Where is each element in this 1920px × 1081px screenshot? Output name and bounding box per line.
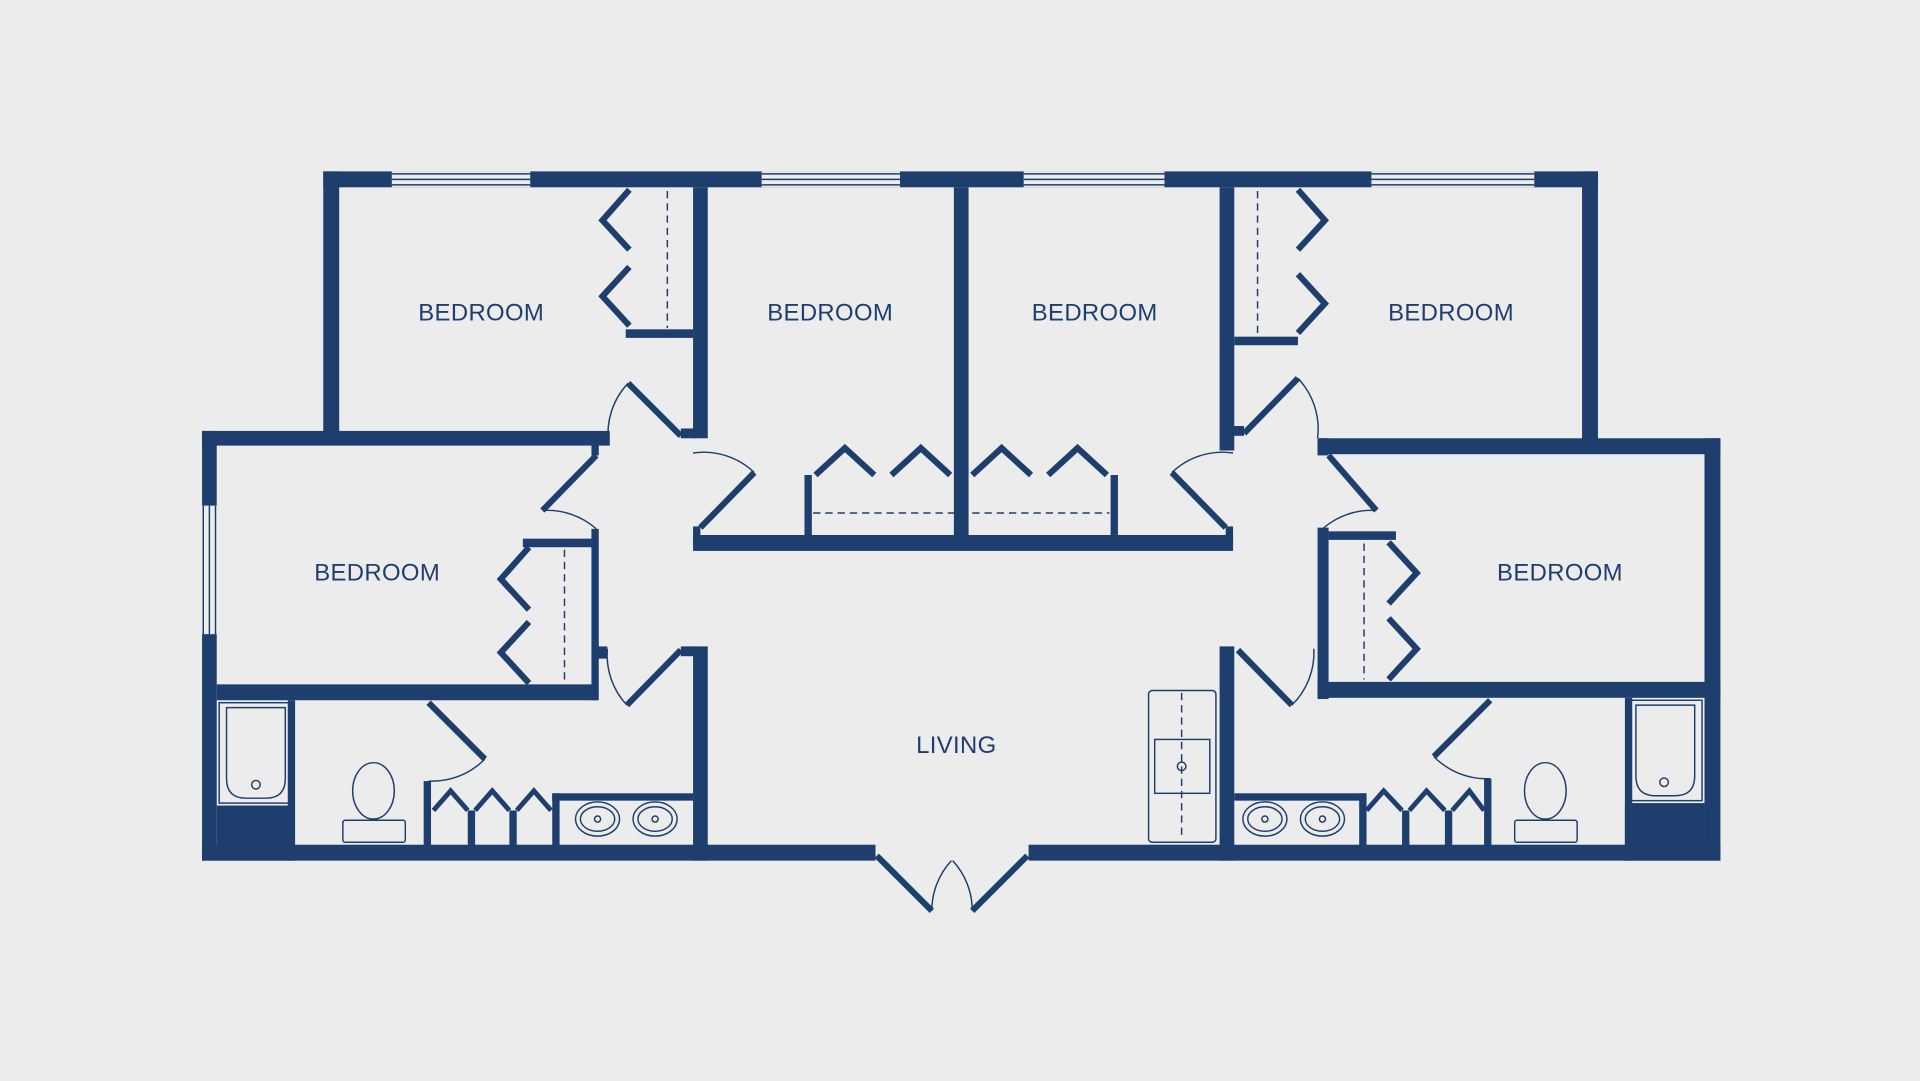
bottom-wall-right — [1028, 844, 1721, 861]
walls — [202, 171, 1721, 861]
room-label-bedroom-3: BEDROOM — [1032, 300, 1158, 327]
wall-bed5-bath — [216, 684, 598, 701]
wall-left-bath-right — [693, 646, 708, 861]
closet-wall-bed5 — [522, 538, 597, 548]
wall-stub — [680, 428, 696, 439]
wall-stub — [1317, 438, 1329, 456]
left-vanity-top — [552, 793, 694, 801]
wall-stub — [1231, 426, 1245, 436]
left-outer-wall-bottom — [202, 634, 217, 861]
room-label-bedroom-2: BEDROOM — [767, 300, 893, 327]
room-label-living: LIVING — [916, 732, 996, 759]
room-label-bedroom-1: BEDROOM — [418, 300, 544, 327]
closet-wall-bed4 — [1234, 336, 1298, 346]
left-bathtub — [218, 701, 294, 804]
wall-stub — [693, 526, 701, 544]
closet-wall-bed1 — [625, 329, 694, 338]
right-bath-shower-base — [1624, 803, 1705, 861]
right-toilet — [1513, 761, 1578, 844]
left-toilet — [342, 761, 407, 844]
wall-bed5-right — [591, 528, 599, 701]
wall-stub — [591, 443, 599, 456]
room-label-bedroom-5: BEDROOM — [314, 559, 440, 586]
left-bath-shower-base — [216, 805, 294, 861]
wall-right-bath-left — [1219, 646, 1235, 861]
left-bath-partition — [287, 700, 296, 861]
left-bath-closet-jamb — [423, 781, 432, 849]
left-step-wall — [202, 430, 610, 446]
closet-rods — [563, 190, 1365, 840]
right-step-wall — [1317, 438, 1721, 455]
closet-doors — [431, 187, 1487, 813]
top-wall — [323, 171, 1598, 188]
left-bath-closet-divider — [467, 810, 476, 848]
right-bath-closet-jamb — [1359, 793, 1367, 848]
closet-jamb — [1110, 475, 1118, 537]
right-bath-closet-jamb — [1484, 778, 1492, 849]
right-bathtub — [1627, 699, 1703, 802]
closet-wall-bed6 — [1328, 531, 1396, 540]
wall-bed6-bath — [1317, 681, 1721, 698]
wall-bed2-bed3 — [953, 187, 969, 543]
wall-bed1-bed2 — [693, 187, 708, 439]
right-bath-closet-divider — [1444, 810, 1453, 848]
left-double-sink — [574, 801, 678, 837]
right-vanity-top — [1234, 793, 1367, 801]
wall-stub — [597, 646, 608, 659]
wall-bed3-bed4 — [1219, 187, 1235, 451]
room-label-bedroom-6: BEDROOM — [1497, 559, 1623, 586]
left-upper-wall — [323, 171, 340, 444]
room-label-bedroom-4: BEDROOM — [1388, 300, 1514, 327]
right-double-sink — [1242, 801, 1346, 837]
closet-jamb — [804, 475, 812, 537]
right-upper-wall — [1582, 171, 1598, 453]
room-labels: BEDROOM BEDROOM BEDROOM BEDROOM BEDROOM … — [314, 300, 1623, 759]
fixtures — [218, 689, 1703, 844]
swing-doors — [426, 376, 1493, 913]
right-bath-closet-divider — [1402, 810, 1410, 848]
wall-bed6-left — [1317, 527, 1329, 700]
left-bath-closet-jamb — [552, 793, 560, 848]
wall-stub — [1225, 526, 1234, 544]
bottom-wall-left — [202, 844, 876, 861]
laundry-unit — [1147, 689, 1217, 844]
left-outer-wall-top — [202, 430, 217, 506]
left-bath-closet-divider — [509, 810, 517, 848]
wall-stub — [680, 646, 696, 657]
wall-bed23-bottom — [693, 534, 1234, 551]
windows — [202, 171, 1535, 635]
right-outer-wall — [1704, 438, 1721, 861]
